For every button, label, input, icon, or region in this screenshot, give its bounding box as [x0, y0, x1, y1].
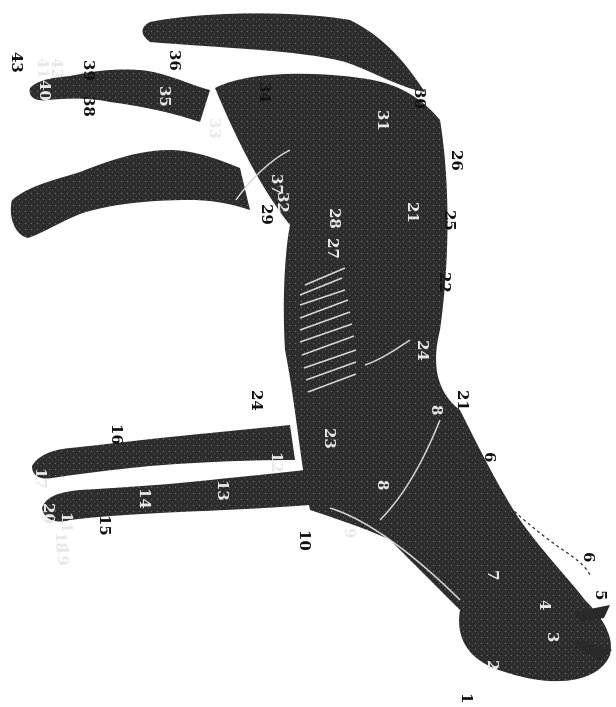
label-27: 27: [324, 238, 342, 259]
horse-silhouette: [11, 13, 612, 681]
label-21a: 21: [454, 390, 472, 411]
fore-leg-far: [32, 425, 295, 479]
fore-leg-near: [42, 470, 310, 522]
label-21b: 21: [404, 202, 422, 223]
label-30: 30: [411, 88, 429, 109]
label-6b: 6: [481, 452, 499, 462]
label-2: 2: [484, 660, 502, 670]
label-17: 17: [32, 468, 50, 489]
label-1: 1: [458, 693, 476, 703]
label-24a: 24: [414, 340, 432, 361]
label-16: 16: [108, 424, 126, 445]
label-10: 10: [296, 530, 314, 551]
label-32: 32: [274, 192, 292, 213]
label-42: 42: [48, 58, 66, 79]
label-15: 15: [96, 515, 114, 536]
label-31: 31: [374, 110, 392, 131]
label-7: 7: [484, 570, 502, 580]
label-8b: 8: [374, 480, 392, 490]
label-38: 38: [80, 96, 98, 117]
label-43: 43: [8, 52, 26, 73]
label-4: 4: [536, 600, 554, 610]
label-33: 33: [206, 118, 224, 139]
label-24b: 24: [248, 390, 266, 411]
label-23: 23: [321, 428, 339, 449]
label-25: 25: [441, 210, 459, 231]
label-20: 20: [40, 503, 58, 524]
label-6a: 6: [580, 552, 598, 562]
horse-body: [215, 74, 611, 681]
label-36: 36: [166, 50, 184, 71]
label-3: 3: [544, 632, 562, 642]
label-19: 19: [54, 545, 72, 566]
label-12: 12: [268, 452, 286, 473]
label-26: 26: [448, 150, 466, 171]
label-22: 22: [436, 272, 454, 293]
label-29: 29: [258, 204, 276, 225]
label-28: 28: [326, 208, 344, 229]
label-39: 39: [80, 60, 98, 81]
label-13: 13: [214, 480, 232, 501]
label-8a: 8: [428, 405, 446, 415]
label-35: 35: [156, 86, 174, 107]
label-9: 9: [341, 528, 359, 538]
label-5: 5: [592, 590, 610, 600]
label-11: 11: [58, 512, 76, 533]
hind-leg-far: [11, 150, 250, 238]
label-40: 40: [36, 80, 54, 101]
label-34: 34: [256, 82, 274, 103]
label-14: 14: [136, 488, 154, 509]
label-37: 37: [268, 174, 286, 195]
